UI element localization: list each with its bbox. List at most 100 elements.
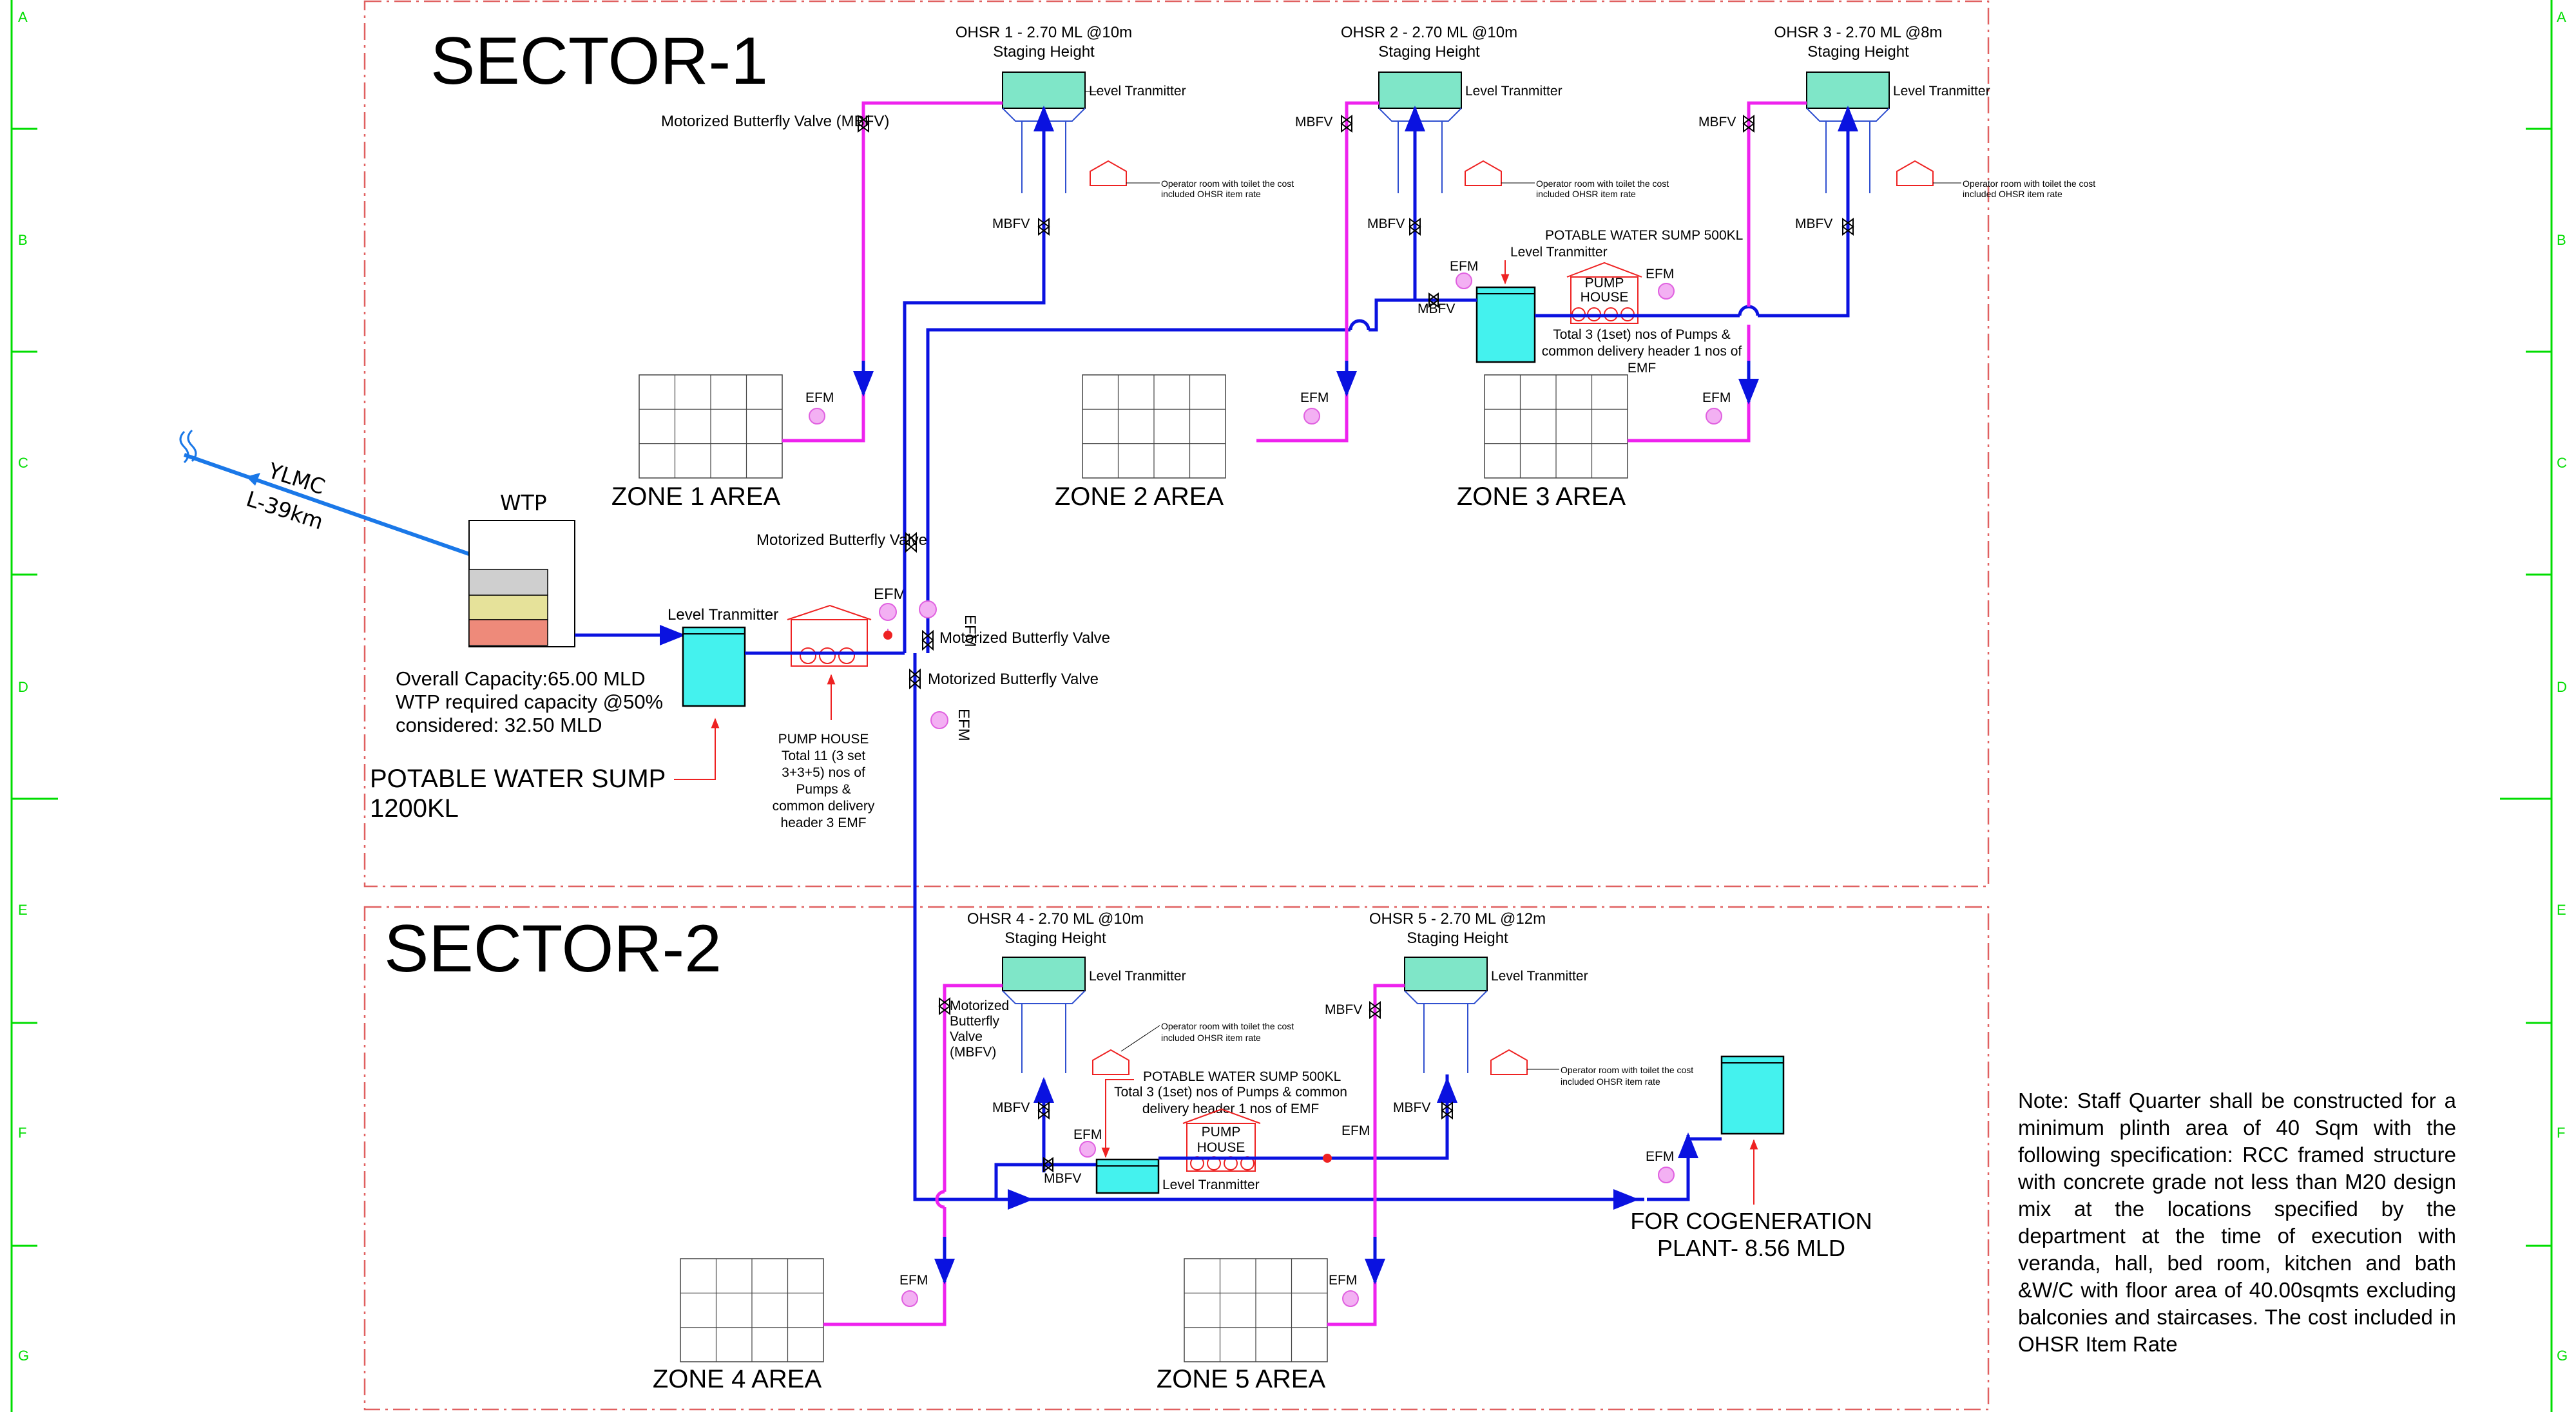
pump-house-line: Pumps &	[796, 782, 851, 797]
pump-house-label: PUMP	[1202, 1125, 1241, 1140]
ohsr-title: OHSR 3 - 2.70 ML @8m	[1774, 24, 1943, 41]
ohsr-title: OHSR 2 - 2.70 ML @10m	[1341, 24, 1517, 41]
main-pump-house-text: PUMP HOUSE Total 11 (3 set 3+3+5) nos of…	[773, 732, 875, 830]
border-letter: B	[2557, 232, 2566, 248]
ohsr-staging: Staging Height	[993, 43, 1095, 61]
wtp-capacity-line2: WTP required capacity @50%	[396, 691, 663, 713]
pump-desc: Total 3 (1set) nos of Pumps & common	[1114, 1085, 1347, 1100]
ohsr-5: OHSR 5 - 2.70 ML @12m Staging Height Lev…	[1369, 910, 1693, 1120]
border-letter: A	[18, 9, 28, 25]
zone-3-label: ZONE 3 AREA	[1457, 482, 1626, 511]
pump-desc: common delivery header 1 nos of	[1542, 344, 1742, 359]
trunk-pipes	[903, 142, 1722, 1210]
efm-label: EFM	[1329, 1273, 1357, 1288]
main-sump-label-1: POTABLE WATER SUMP	[370, 765, 666, 793]
sector-1-title: SECTOR-1	[430, 24, 768, 99]
ohsr-staging: Staging Height	[1407, 930, 1508, 947]
main-sump-tank	[682, 626, 746, 707]
border-letter: E	[2557, 902, 2566, 918]
border-letter: G	[2557, 1348, 2568, 1364]
zone-2-label: ZONE 2 AREA	[1055, 482, 1224, 511]
ohsr-2: OHSR 2 - 2.70 ML @10m Staging Height Lev…	[1341, 24, 1669, 300]
operator-room-note: included OHSR item rate	[1536, 189, 1636, 199]
level-transmitter: Level Tranmitter	[1491, 969, 1588, 984]
wtp-unit: WTP	[468, 490, 575, 647]
mbfv-split: (MBFV)	[950, 1045, 996, 1060]
pump-house-line: Total 11 (3 set	[782, 749, 866, 763]
efm-label: EFM	[899, 1273, 928, 1288]
operator-room-note: included OHSR item rate	[1161, 189, 1261, 199]
pump-house-line: PUMP HOUSE	[778, 732, 869, 747]
efm-label: EFM	[1702, 390, 1731, 405]
mbfv-label: MBFV	[992, 216, 1030, 231]
pump-house-line: header 3 EMF	[780, 816, 866, 830]
sector2-pump-house: PUMP HOUSE	[1182, 1108, 1261, 1172]
main-pump-house	[787, 604, 872, 667]
ohsr-title: OHSR 4 - 2.70 ML @10m	[967, 910, 1144, 928]
efm-label: EFM	[805, 390, 834, 405]
cogeneration-label-1: FOR COGENERATION	[1630, 1208, 1872, 1234]
zone-5-label: ZONE 5 AREA	[1157, 1365, 1326, 1393]
sector-1-boundary	[363, 0, 1990, 888]
efm-label: EFM	[1300, 390, 1329, 405]
zone-grids	[639, 374, 1711, 1362]
pump-house-line: common delivery	[773, 799, 875, 814]
efm-label: EFM	[1450, 259, 1478, 274]
ohsr-staging: Staging Height	[1807, 43, 1909, 61]
mbfv-split: Valve	[950, 1029, 983, 1044]
border-letters-right: A B C D E F G	[2557, 9, 2568, 1364]
mbfv-label: MBFV	[1295, 115, 1332, 129]
ohsr-3: OHSR 3 - 2.70 ML @8m Staging Height Leve…	[1774, 24, 2095, 236]
border-letter: E	[18, 902, 28, 918]
operator-room-note: included OHSR item rate	[1963, 189, 2062, 199]
border-letters-left: A B C D E F G	[18, 9, 29, 1364]
level-transmitter: Level Tranmitter	[1893, 84, 1990, 99]
ohsr-title: OHSR 1 - 2.70 ML @10m	[956, 24, 1132, 41]
efm-label: EFM	[1646, 267, 1674, 281]
operator-room-note: Operator room with toilet the cost	[1161, 1021, 1294, 1031]
mbfv-split: Butterfly	[950, 1014, 1000, 1029]
zone-4-label: ZONE 4 AREA	[653, 1365, 822, 1393]
main-sump-level-transmitter: Level Tranmitter	[668, 606, 778, 624]
efm-label: EFM	[1646, 1149, 1674, 1164]
mbfv-split: Motorized	[950, 998, 1009, 1013]
ohsr-4: OHSR 4 - 2.70 ML @10m Staging Height Lev…	[967, 910, 1294, 1172]
pump-house-label: HOUSE	[1581, 290, 1629, 305]
pump-house-label: PUMP	[1585, 276, 1624, 291]
efm-label: EFM	[1073, 1127, 1102, 1142]
ohsr-staging: Staging Height	[1378, 43, 1480, 61]
ohsr1-outlet	[818, 101, 1003, 443]
border-letter: C	[18, 455, 28, 471]
pump-desc: delivery header 1 nos of EMF	[1142, 1102, 1319, 1116]
level-transmitter: Level Tranmitter	[1089, 84, 1186, 99]
level-transmitter: Level Tranmitter	[1162, 1178, 1260, 1192]
border-letter: G	[18, 1348, 29, 1364]
operator-room-note: Operator room with toilet the cost	[1963, 178, 2095, 189]
pump-house-label: HOUSE	[1197, 1140, 1245, 1155]
border-letter: A	[2557, 9, 2566, 25]
main-efm-meter: EFM	[874, 586, 907, 640]
efm-label: EFM	[1341, 1123, 1370, 1138]
sector-2-boundary	[363, 906, 1990, 1411]
mbfv-label: MBFV	[992, 1100, 1030, 1115]
zone-efm-meters	[809, 408, 1722, 1307]
pump-desc: Total 3 (1set) nos of Pumps &	[1553, 327, 1730, 342]
border-letter: D	[2557, 679, 2567, 695]
operator-room-note: included OHSR item rate	[1161, 1033, 1261, 1043]
mbfv-label: MBFV	[1044, 1171, 1081, 1186]
valve-label: Motorized Butterfly Valve	[939, 629, 1110, 647]
trunk-valves: Motorized Butterfly Valve Motorized Butt…	[756, 531, 1110, 741]
sheet-border	[10, 0, 2553, 1412]
efm-label: EFM	[955, 709, 972, 741]
operator-room-note: included OHSR item rate	[1561, 1076, 1660, 1087]
operator-room-note: Operator room with toilet the cost	[1536, 178, 1669, 189]
level-transmitter: Level Tranmitter	[1465, 84, 1562, 99]
mbfv-label: MBFV	[1325, 1002, 1362, 1017]
efm-label: EFM	[961, 615, 979, 647]
sector2-sump: POTABLE WATER SUMP 500KL Level Tranmitte…	[1095, 1069, 1341, 1194]
efm-label: EFM	[874, 586, 907, 603]
valve-label: Motorized Butterfly Valve	[756, 531, 927, 549]
ohsr-1: OHSR 1 - 2.70 ML @10m Staging Height Lev…	[956, 24, 1294, 236]
ohsr-title: OHSR 5 - 2.70 ML @12m	[1369, 910, 1546, 928]
